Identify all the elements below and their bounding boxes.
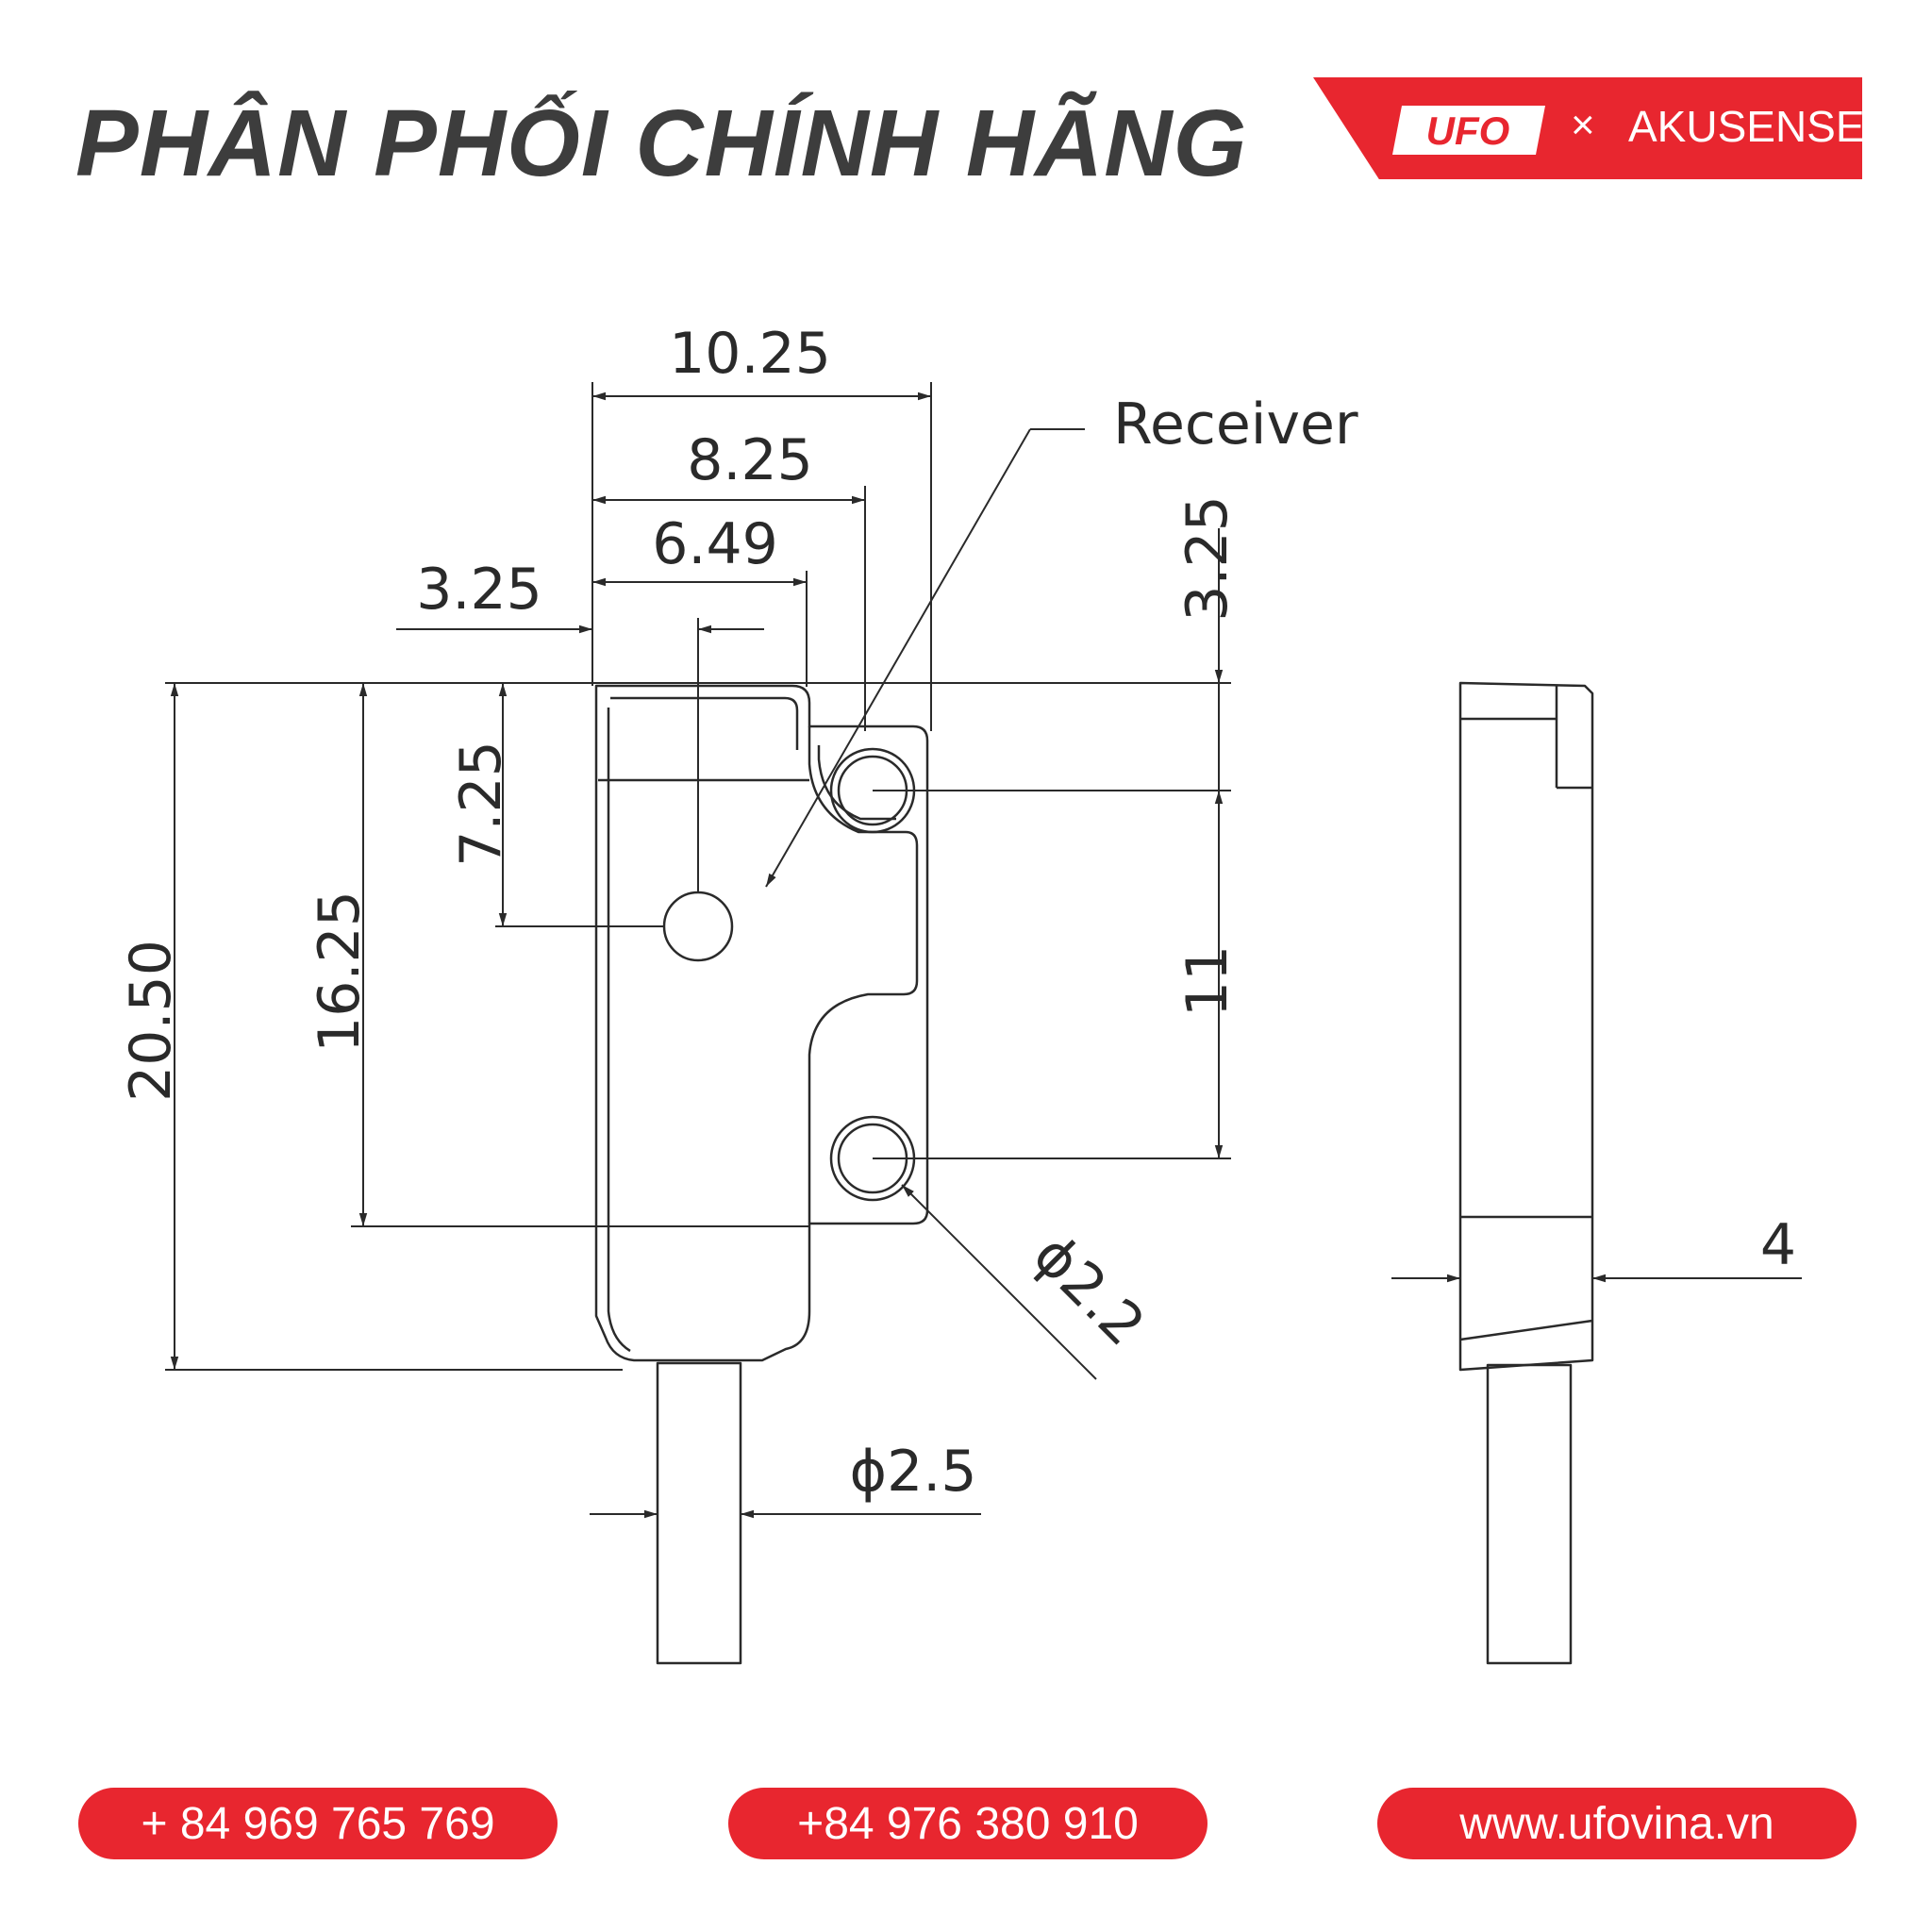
cable-side <box>1486 1363 1573 1665</box>
dim-height-16: 16.25 <box>307 891 373 1053</box>
sensor-body-outline <box>594 684 929 1362</box>
dim-offset-left: 3.25 <box>416 557 542 623</box>
sensor-front-view <box>594 684 929 1665</box>
ufo-logo-text: UFO <box>1426 108 1510 153</box>
receiver-label: Receiver <box>1113 391 1358 458</box>
sensor-inner-left <box>607 708 631 1353</box>
sensor-inner-notch <box>817 745 896 821</box>
page-title: PHÂN PHỐI CHÍNH HÃNG <box>75 91 1248 196</box>
sensor-side-view <box>1458 681 1594 1665</box>
brand-separator: × <box>1571 102 1595 148</box>
cable-front <box>656 1361 742 1665</box>
dim-top-right: 3.25 <box>1174 495 1241 622</box>
dim-width-6: 6.49 <box>652 511 778 577</box>
dim-hole-diameter: ϕ2.2 <box>1021 1222 1158 1358</box>
dim-cable-diameter: ϕ2.5 <box>850 1439 977 1505</box>
dim-height-7: 7.25 <box>448 741 514 867</box>
sensor-inner-outline <box>610 696 799 750</box>
side-body-outline <box>1458 681 1594 1372</box>
website-button[interactable]: www.ufovina.vn <box>1377 1788 1857 1859</box>
ufo-logo: UFO <box>1392 106 1545 155</box>
dim-width-total: 10.25 <box>669 321 831 387</box>
front-dimensions <box>165 382 1231 1519</box>
brand-partner-name: AKUSENSE <box>1628 102 1865 151</box>
dim-thickness: 4 <box>1760 1212 1796 1278</box>
phone-2-button[interactable]: +84 976 380 910 <box>728 1788 1208 1859</box>
dim-hole-spacing: 11 <box>1174 945 1241 1017</box>
receiver-lens <box>662 891 734 962</box>
sensor-side-notch <box>808 726 919 1224</box>
dim-width-8: 8.25 <box>687 427 813 493</box>
phone-1-button[interactable]: + 84 969 765 769 <box>78 1788 558 1859</box>
dim-height-total: 20.50 <box>118 940 184 1102</box>
